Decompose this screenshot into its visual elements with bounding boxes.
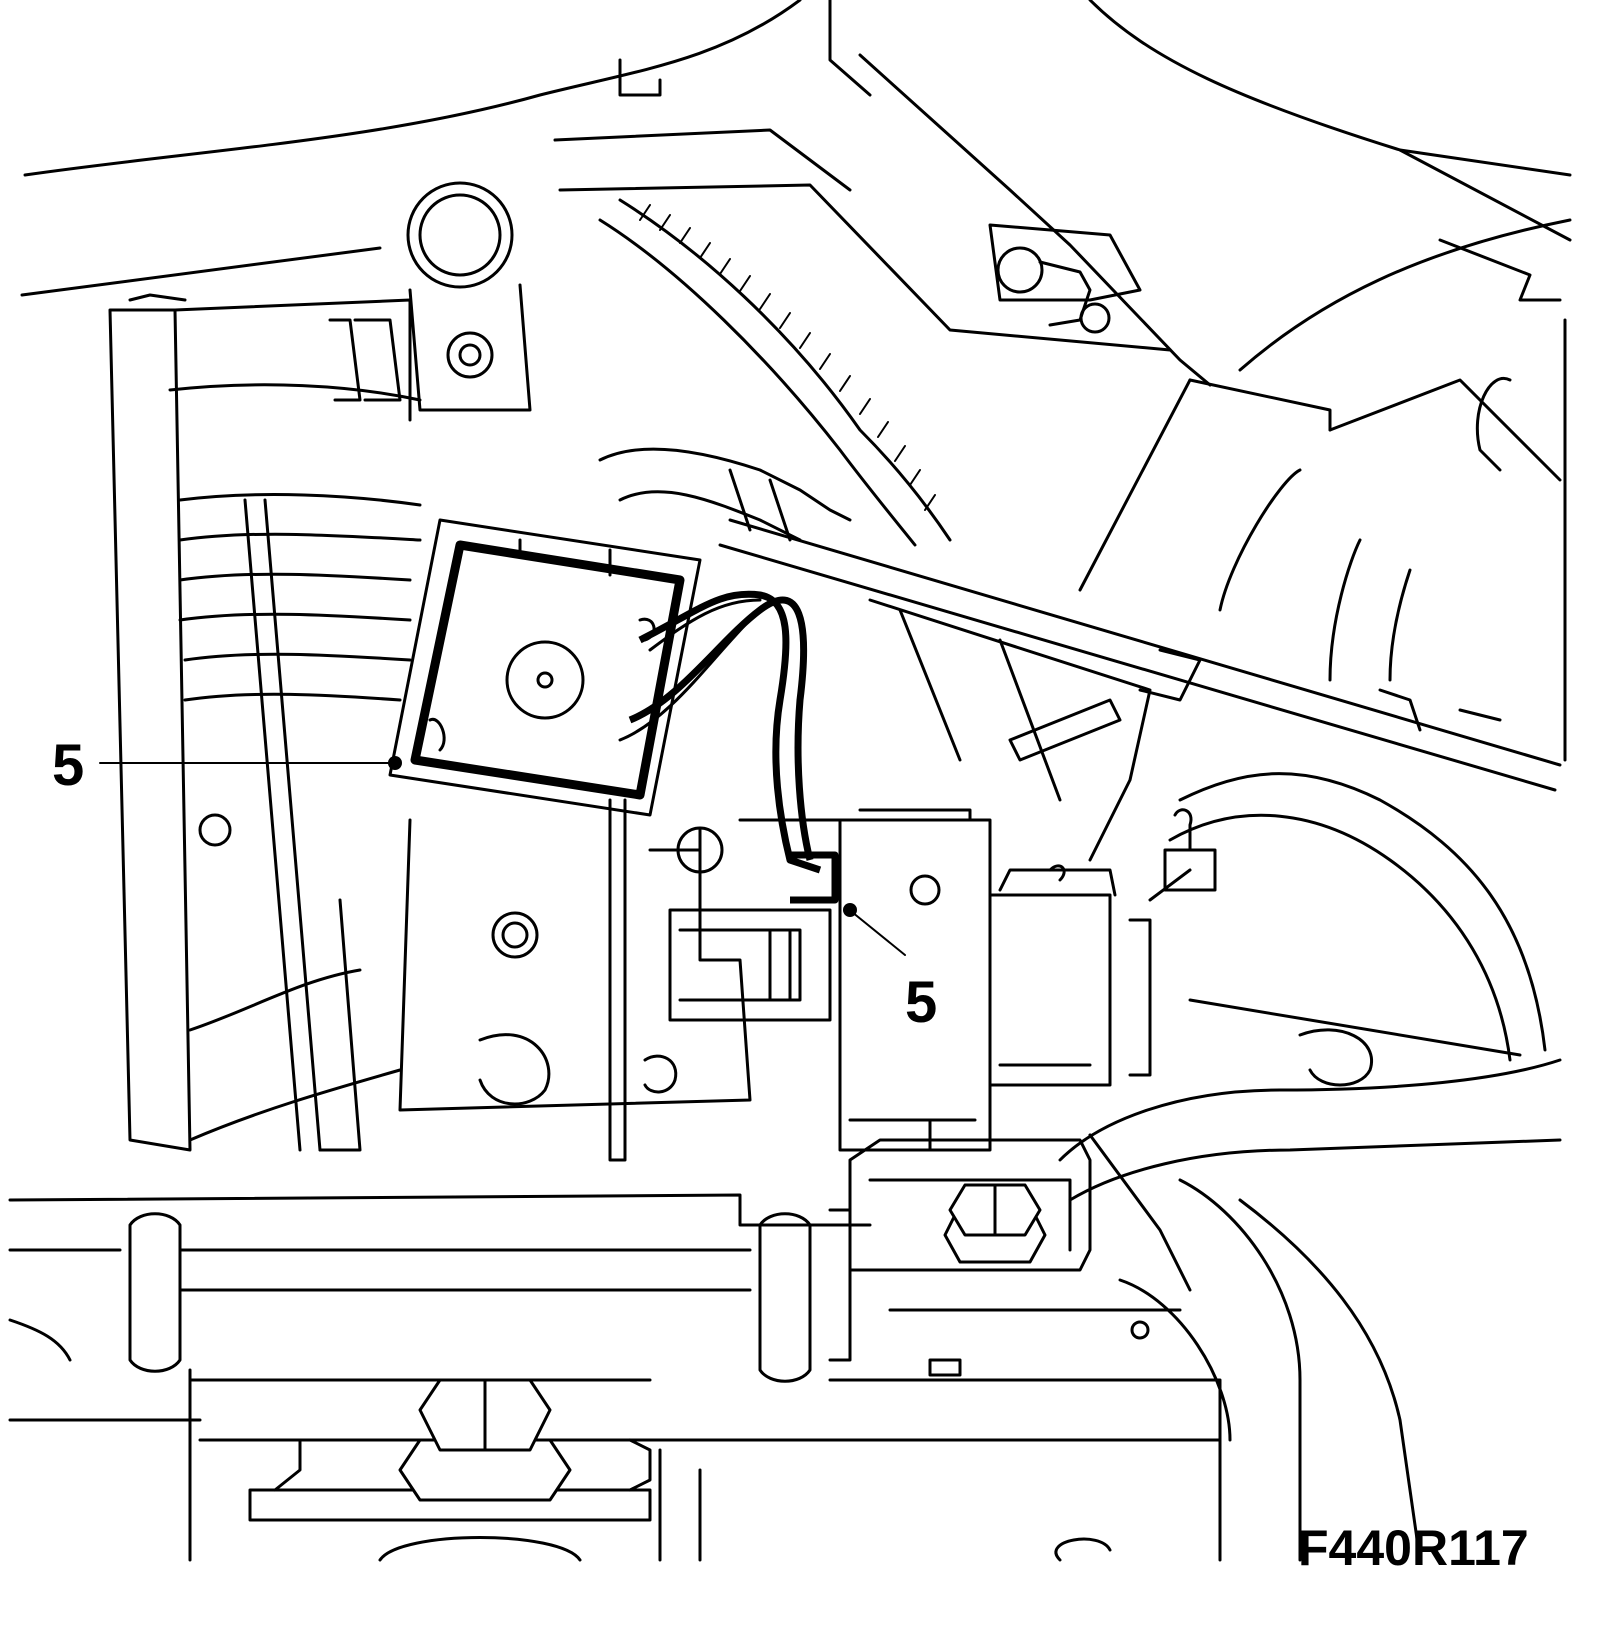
serrated-strip — [598, 198, 952, 547]
hex-bolt-upper — [943, 1183, 1047, 1264]
cover-plate-left — [388, 518, 702, 817]
lower-plate — [8, 1138, 1222, 1562]
figure-id: F440R117 — [1298, 1520, 1529, 1576]
callout-label-left: 5 — [52, 733, 84, 798]
upper-right-bolt — [988, 223, 1142, 334]
center-housing — [398, 798, 842, 1162]
left-bracket — [108, 293, 422, 1152]
lower-right-casting — [1058, 1058, 1562, 1562]
wire-harness — [618, 590, 839, 904]
leader-dot-right — [843, 903, 857, 917]
callout-label-right: 5 — [905, 970, 937, 1035]
leader-lines — [99, 756, 906, 956]
diagonal-rail — [718, 518, 1562, 862]
switch-block-right — [838, 808, 1117, 1152]
leader-line-right — [851, 911, 906, 956]
right-connector — [1128, 772, 1547, 1087]
upper-panels — [20, 0, 1572, 762]
bushing — [406, 181, 532, 412]
hex-bolt-lower — [268, 1378, 652, 1562]
leader-dot-left — [388, 756, 402, 770]
hose-connector — [598, 447, 852, 542]
